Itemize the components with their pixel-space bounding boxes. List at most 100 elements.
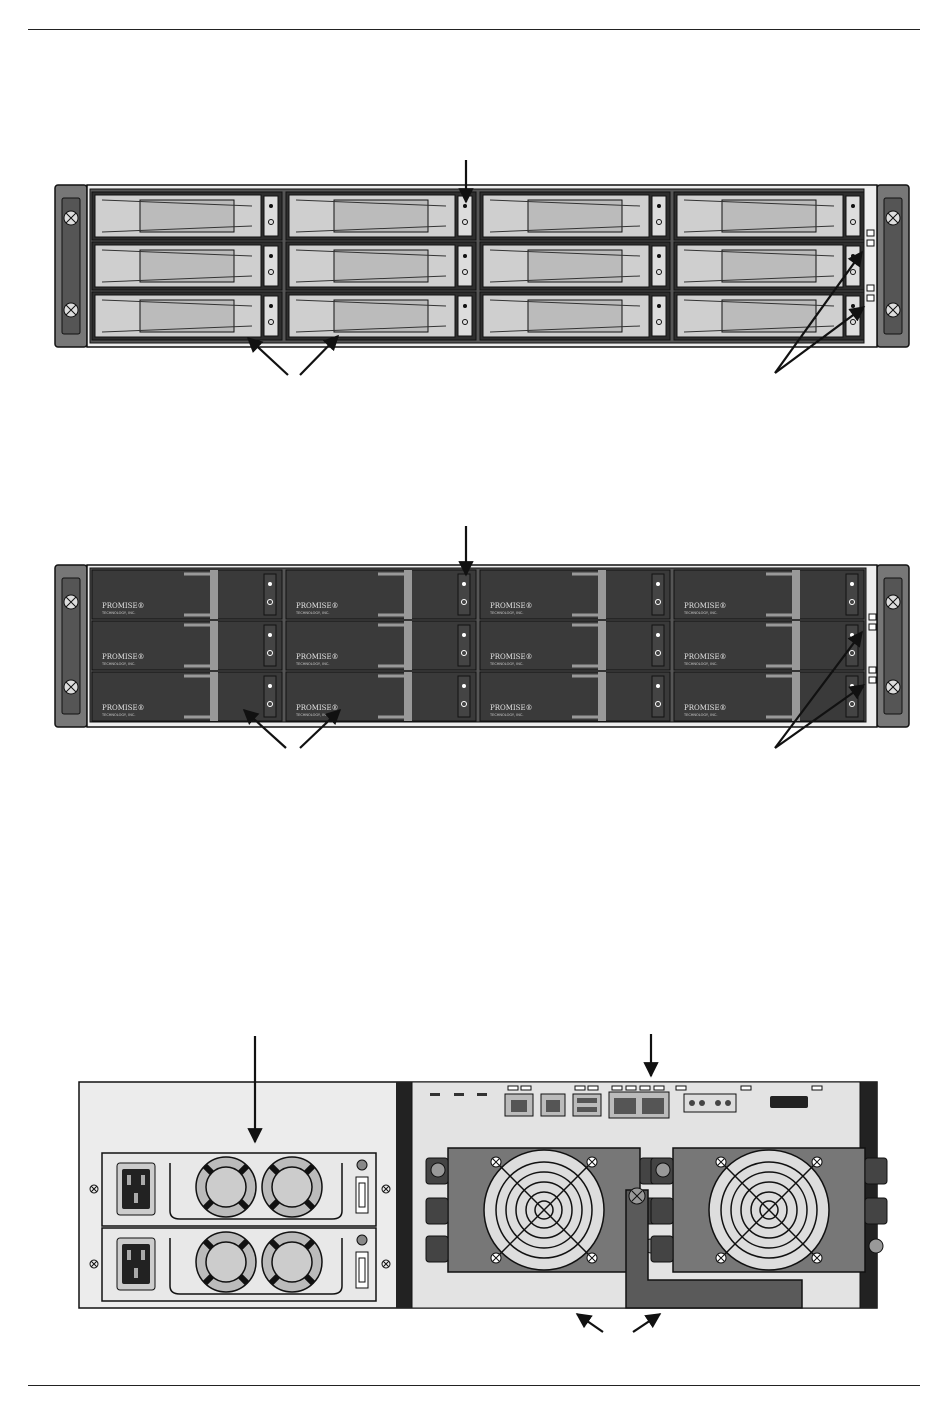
arrow-carrier-1 — [242, 708, 287, 749]
brand-logo: PROMISE® — [490, 704, 533, 712]
drive-status-led — [657, 204, 661, 208]
arrow-controller — [575, 1313, 604, 1333]
drive-carrier[interactable] — [479, 191, 671, 241]
drive-carrier[interactable] — [285, 291, 477, 341]
drive-activity-led — [461, 701, 467, 707]
drive-carrier[interactable] — [91, 191, 283, 241]
drive-carrier[interactable] — [91, 291, 283, 341]
drive-carrier[interactable]: PROMISE®TECHNOLOGY, INC. — [673, 620, 865, 671]
drive-activity-led — [849, 599, 855, 605]
brand-subtitle: TECHNOLOGY, INC. — [683, 662, 718, 666]
drive-carrier[interactable]: PROMISE®TECHNOLOGY, INC. — [285, 671, 477, 722]
drive-carrier[interactable] — [285, 241, 477, 291]
drive-bays: PROMISE®TECHNOLOGY, INC.PROMISE®TECHNOLO… — [91, 569, 865, 722]
psu-fan — [261, 1156, 323, 1218]
drive-status-led — [850, 633, 854, 637]
drive-carrier[interactable] — [673, 241, 865, 291]
fc-ports[interactable] — [683, 1093, 737, 1113]
drive-activity-led — [461, 599, 467, 605]
drive-carrier[interactable]: PROMISE®TECHNOLOGY, INC. — [91, 620, 283, 671]
drive-carrier[interactable]: PROMISE®TECHNOLOGY, INC. — [673, 569, 865, 620]
brand-logo: PROMISE® — [296, 704, 339, 712]
arrow-led-upper — [774, 630, 863, 749]
drive-activity-led — [267, 599, 273, 605]
drive-activity-led — [462, 319, 468, 325]
drive-status-led — [462, 633, 466, 637]
brand-logo: PROMISE® — [490, 602, 533, 610]
enclosure-status-leds — [866, 229, 875, 302]
drive-activity-led — [267, 650, 273, 656]
drive-status-led — [850, 684, 854, 688]
callout-arrows — [246, 160, 866, 376]
brand-logo: PROMISE® — [490, 653, 533, 661]
psu-status-led — [356, 1159, 368, 1171]
drive-carrier[interactable] — [479, 291, 671, 341]
brand-subtitle: TECHNOLOGY, INC. — [101, 713, 136, 717]
drive-status-led — [657, 304, 661, 308]
footer-rule — [28, 1385, 920, 1386]
psu-handle[interactable] — [169, 1163, 343, 1220]
brand-subtitle: TECHNOLOGY, INC. — [683, 611, 718, 615]
brand-subtitle: TECHNOLOGY, INC. — [683, 713, 718, 717]
power-supply[interactable] — [89, 1227, 391, 1302]
drive-activity-led — [850, 219, 856, 225]
drive-carrier[interactable]: PROMISE®TECHNOLOGY, INC. — [479, 671, 671, 722]
psu-handle[interactable] — [169, 1238, 343, 1295]
brand-logo: PROMISE® — [102, 602, 145, 610]
brand-subtitle: TECHNOLOGY, INC. — [489, 713, 524, 717]
brand-logo: PROMISE® — [684, 602, 727, 610]
drive-carrier[interactable] — [479, 241, 671, 291]
power-supply[interactable] — [89, 1152, 391, 1227]
drive-carrier[interactable]: PROMISE®TECHNOLOGY, INC. — [285, 569, 477, 620]
brand-logo: PROMISE® — [102, 653, 145, 661]
brand-logo: PROMISE® — [684, 653, 727, 661]
right-rack-ear — [876, 184, 910, 348]
drive-bays — [91, 191, 865, 341]
drive-carrier[interactable] — [91, 241, 283, 291]
drive-carrier[interactable] — [673, 291, 865, 341]
right-rack-ear — [876, 564, 910, 728]
brand-subtitle: TECHNOLOGY, INC. — [489, 611, 524, 615]
drive-activity-led — [655, 701, 661, 707]
rear-view — [78, 1034, 888, 1333]
brand-subtitle: TECHNOLOGY, INC. — [295, 662, 330, 666]
callout-arrows — [242, 526, 866, 749]
header-rule — [28, 29, 920, 30]
drive-status-led — [463, 304, 467, 308]
drive-activity-led — [461, 650, 467, 656]
drive-carrier[interactable] — [673, 191, 865, 241]
drive-status-led — [268, 633, 272, 637]
drive-carrier[interactable]: PROMISE®TECHNOLOGY, INC. — [479, 569, 671, 620]
controller-handle[interactable] — [625, 1189, 803, 1309]
callout-arrows — [247, 1034, 662, 1333]
controller-io — [430, 1085, 823, 1119]
drive-carrier[interactable] — [285, 191, 477, 241]
drive-status-led — [851, 254, 855, 258]
drive-carrier[interactable]: PROMISE®TECHNOLOGY, INC. — [285, 620, 477, 671]
brand-subtitle: TECHNOLOGY, INC. — [295, 713, 330, 717]
drive-status-led — [463, 254, 467, 258]
arrow-led-upper — [774, 250, 863, 374]
brand-subtitle: TECHNOLOGY, INC. — [489, 662, 524, 666]
drive-carrier[interactable]: PROMISE®TECHNOLOGY, INC. — [91, 569, 283, 620]
brand-subtitle: TECHNOLOGY, INC. — [101, 611, 136, 615]
brand-logo: PROMISE® — [296, 653, 339, 661]
psu-switch[interactable] — [355, 1251, 369, 1289]
expansion-port[interactable] — [770, 1096, 808, 1108]
drive-activity-led — [268, 269, 274, 275]
cooling-fan[interactable] — [650, 1147, 888, 1273]
drive-carrier[interactable]: PROMISE®TECHNOLOGY, INC. — [91, 671, 283, 722]
brand-logo: PROMISE® — [684, 704, 727, 712]
arrow-carrier-2 — [299, 334, 340, 376]
psu-switch[interactable] — [355, 1176, 369, 1214]
cooling-fan[interactable] — [425, 1147, 663, 1273]
drive-activity-led — [268, 219, 274, 225]
usb-ports[interactable] — [572, 1093, 602, 1117]
drive-carrier[interactable]: PROMISE®TECHNOLOGY, INC. — [673, 671, 865, 722]
arrow-handle — [632, 1313, 662, 1333]
drive-carrier[interactable]: PROMISE®TECHNOLOGY, INC. — [479, 620, 671, 671]
brand-logo: PROMISE® — [296, 602, 339, 610]
drive-status-led — [268, 582, 272, 586]
drive-status-led — [269, 204, 273, 208]
psu-fan — [195, 1231, 257, 1293]
